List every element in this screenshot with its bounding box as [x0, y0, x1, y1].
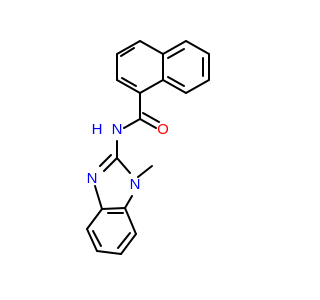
bond	[92, 230, 102, 247]
bond	[139, 118, 157, 129]
bond	[117, 232, 131, 249]
bond	[120, 47, 135, 57]
atom-label-imidazole-n3: N	[87, 170, 98, 187]
bond	[185, 79, 210, 94]
atom-label-amide-hydrogen: H	[92, 121, 103, 138]
bond	[124, 195, 133, 209]
bond	[139, 40, 164, 55]
bond	[137, 165, 153, 178]
bond	[167, 48, 185, 59]
background	[0, 0, 300, 300]
bond	[167, 76, 185, 87]
bond	[103, 157, 118, 172]
bond	[123, 118, 141, 129]
bond	[139, 79, 164, 94]
bond-layer	[86, 40, 210, 255]
atom-label-imidazole-n1: N	[130, 176, 141, 193]
molecule-structure: O N H N N	[0, 0, 300, 300]
bond	[96, 250, 122, 255]
atom-label-amide-nitrogen: N	[112, 121, 123, 138]
bond	[94, 185, 103, 210]
bond	[116, 40, 141, 55]
bond	[99, 154, 112, 167]
bond	[121, 77, 137, 87]
bond	[142, 112, 160, 123]
bond	[162, 79, 187, 94]
atom-labels: O N H N N	[87, 121, 169, 193]
bond	[185, 40, 210, 55]
bond	[101, 207, 126, 210]
bond	[86, 228, 98, 252]
bond	[124, 207, 137, 235]
atom-label-oxygen: O	[157, 121, 169, 138]
bond	[116, 79, 141, 94]
bond	[86, 208, 103, 230]
bond	[120, 233, 137, 255]
bond	[116, 157, 131, 174]
bond	[162, 40, 187, 55]
